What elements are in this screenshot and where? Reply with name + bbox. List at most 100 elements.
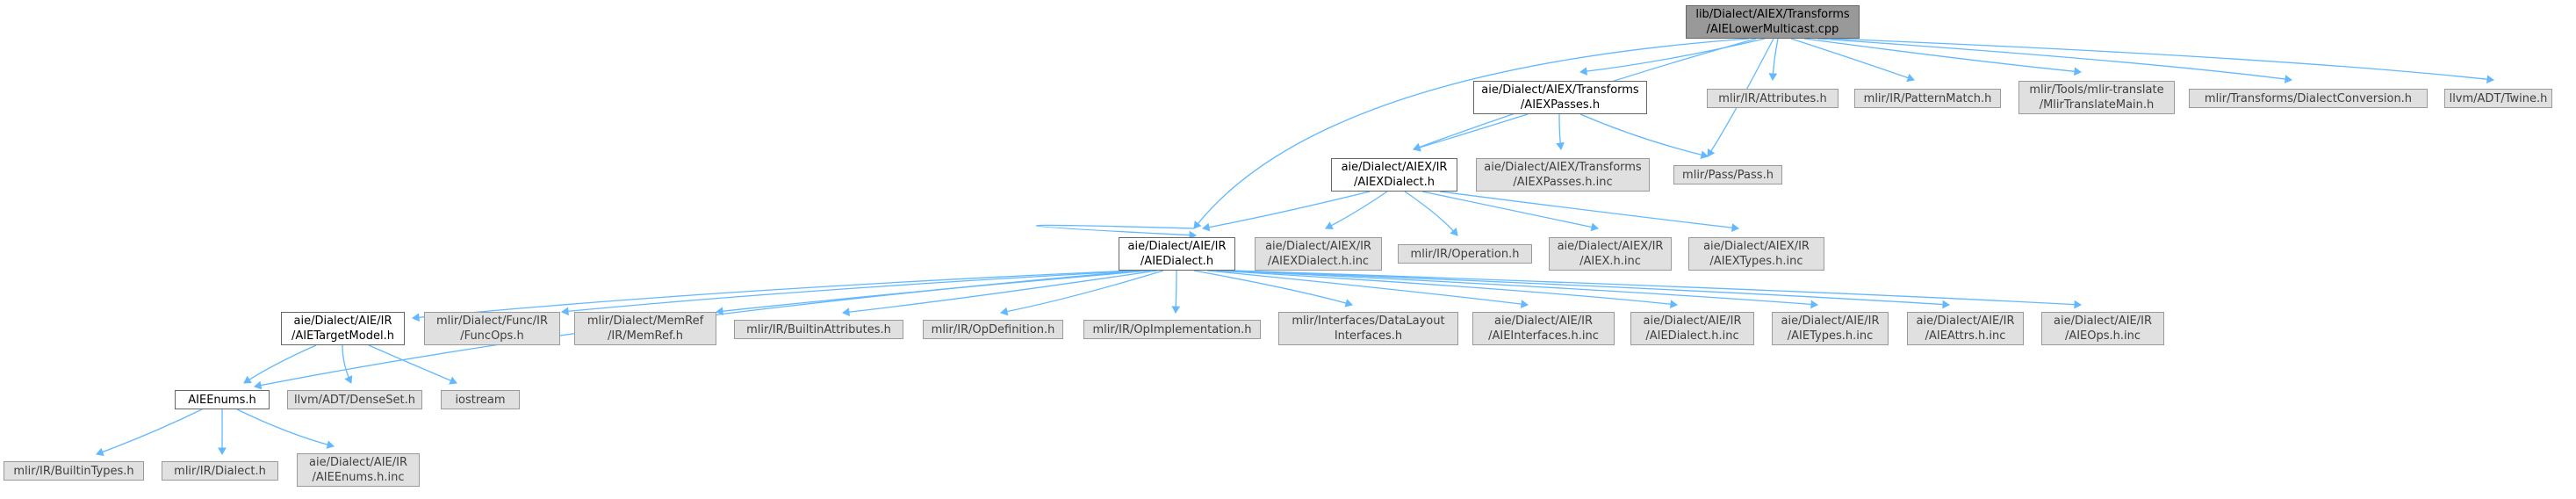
node-aie-types-inc[interactable]: aie/Dialect/AIE/IR/AIETypes.h.inc	[1772, 312, 1889, 345]
dependency-edge	[1404, 191, 1458, 236]
node-aiex-dialect-inc[interactable]: aie/Dialect/AIEX/IR/AIEXDialect.h.inc	[1255, 237, 1382, 271]
node-label-line: /AIEOps.h.inc	[2064, 329, 2141, 343]
node-label-line: /AIEXTypes.h.inc	[1709, 255, 1803, 268]
node-label-line: aie/Dialect/AIEX/Transforms	[1484, 161, 1642, 174]
node-mlir-attributes[interactable]: mlir/IR/Attributes.h	[1707, 89, 1838, 108]
node-memref[interactable]: mlir/Dialect/MemRef/IR/MemRef.h	[574, 312, 716, 345]
edge-arrowhead	[560, 307, 569, 316]
node-mlir-dialect-conversion[interactable]: mlir/Transforms/DialectConversion.h	[2189, 89, 2428, 108]
dependency-edge	[1193, 38, 1750, 229]
node-label-line: /AIEXDialect.h.inc	[1267, 255, 1370, 268]
node-mlir-pass[interactable]: mlir/Pass/Pass.h	[1673, 165, 1782, 184]
node-label-line: /AIELowerMulticast.cpp	[1706, 23, 1839, 36]
edge-arrowhead	[1670, 300, 1679, 309]
node-mlir-operation[interactable]: mlir/IR/Operation.h	[1398, 244, 1532, 264]
node-aie-target-model[interactable]: aie/Dialect/AIE/IR/AIETargetModel.h	[281, 312, 405, 345]
dependency-edge	[1325, 191, 1388, 229]
edge-arrowhead	[326, 440, 335, 449]
edge-arrowhead	[1450, 228, 1458, 236]
dependency-edge	[1830, 38, 2494, 81]
node-aiex-inc[interactable]: aie/Dialect/AIEX/IR/AIEX.h.inc	[1549, 237, 1672, 271]
dependency-edge	[1817, 38, 2292, 81]
node-label-line: mlir/IR/Attributes.h	[1718, 91, 1827, 105]
node-llvm-twine[interactable]: llvm/ADT/Twine.h	[2444, 89, 2552, 108]
node-op-implementation[interactable]: mlir/IR/OpImplementation.h	[1083, 320, 1261, 339]
node-label-line: /AIEXPasses.h.inc	[1513, 176, 1613, 189]
node-label-line: mlir/Dialect/Func/IR	[435, 315, 549, 328]
node-aiex-dialect-h[interactable]: aie/Dialect/AIEX/IR/AIEXDialect.h	[1331, 158, 1457, 192]
node-label-line: /AIEEnums.h.inc	[312, 471, 405, 484]
node-label-line: iostream	[455, 393, 506, 407]
edge-arrowhead	[841, 307, 851, 316]
edge-arrowhead	[1202, 222, 1211, 232]
edge-arrowhead	[344, 375, 353, 384]
node-aie-enums-inc[interactable]: aie/Dialect/AIE/IR/AIEEnums.h.inc	[297, 453, 420, 487]
dependency-edge	[243, 344, 317, 384]
dependency-edge	[1193, 270, 1353, 306]
edge-arrowhead	[2284, 75, 2292, 83]
node-op-definition[interactable]: mlir/IR/OpDefinition.h	[923, 320, 1063, 339]
node-label-line: aie/Dialect/AIE/IR	[1494, 315, 1593, 328]
node-label-line: aie/Dialect/AIE/IR	[293, 315, 392, 328]
edge-arrowhead	[1707, 148, 1716, 157]
node-label-line: aie/Dialect/AIEX/Transforms	[1481, 83, 1639, 97]
dependency-edge	[1234, 270, 2082, 306]
node-aie-dialect-inc[interactable]: aie/Dialect/AIE/IR/AIEDialect.h.inc	[1630, 312, 1754, 345]
node-label-line: /AIEX.h.inc	[1579, 255, 1641, 268]
node-aiex-passes-inc[interactable]: aie/Dialect/AIEX/Transforms/AIEXPasses.h…	[1476, 158, 1650, 192]
node-label-line: /MlirTranslateMain.h	[2039, 98, 2155, 112]
edge-arrowhead	[2486, 75, 2495, 84]
node-label-line: llvm/ADT/DenseSet.h	[294, 393, 415, 407]
node-iostream[interactable]: iostream	[441, 390, 520, 409]
dependency-edge	[1579, 38, 1766, 73]
node-builtin-attributes[interactable]: mlir/IR/BuiltinAttributes.h	[734, 320, 903, 339]
dependency-edge	[1707, 38, 1774, 157]
dependency-edge	[1202, 191, 1371, 229]
node-mlir-patternmatch[interactable]: mlir/IR/PatternMatch.h	[1854, 89, 2001, 108]
edge-arrowhead	[1590, 222, 1599, 232]
node-aie-interfaces-inc[interactable]: aie/Dialect/AIE/IR/AIEInterfaces.h.inc	[1472, 312, 1615, 345]
dependency-edge	[1413, 113, 1529, 150]
node-label-line: mlir/IR/OpImplementation.h	[1092, 322, 1252, 336]
node-dense-set[interactable]: llvm/ADT/DenseSet.h	[287, 390, 422, 409]
edge-arrowhead	[96, 447, 104, 456]
node-label-line: /AIEDialect.h	[1140, 255, 1214, 268]
node-label-line: Interfaces.h	[1334, 329, 1403, 343]
dependency-edge	[1000, 270, 1164, 314]
node-label-line: mlir/Pass/Pass.h	[1682, 168, 1774, 182]
dependency-edge	[1790, 38, 1915, 81]
node-root-source[interactable]: lib/Dialect/AIEX/Transforms/AIELowerMult…	[1686, 5, 1860, 39]
dependency-edge	[1224, 270, 1818, 306]
node-aiex-passes-h[interactable]: aie/Dialect/AIEX/Transforms/AIEXPasses.h	[1473, 81, 1647, 114]
node-mlir-ir-dialect[interactable]: mlir/IR/Dialect.h	[162, 461, 278, 481]
node-aie-enums-h[interactable]: AIEEnums.h	[175, 390, 270, 409]
node-label-line: /AIETypes.h.inc	[1787, 329, 1874, 343]
node-label-line: /AIEDialect.h.inc	[1645, 329, 1739, 343]
node-aiex-types-inc[interactable]: aie/Dialect/AIEX/IR/AIEXTypes.h.inc	[1688, 237, 1824, 271]
node-label-line: /FuncOps.h	[460, 329, 524, 343]
node-aie-attrs-inc[interactable]: aie/Dialect/AIE/IR/AIEAttrs.h.inc	[1907, 312, 2024, 345]
dependency-edge	[716, 270, 1151, 313]
dependency-edge	[96, 409, 203, 455]
edge-arrowhead	[2074, 300, 2083, 309]
node-label-line: /AIETargetModel.h	[291, 329, 394, 343]
node-label-line: aie/Dialect/AIEX/IR	[1557, 240, 1664, 253]
edge-arrowhead	[1700, 150, 1709, 159]
node-label-line: /AIEXPasses.h	[1520, 98, 1601, 112]
node-func-ops[interactable]: mlir/Dialect/Func/IR/FuncOps.h	[424, 312, 560, 345]
edge-arrowhead	[1171, 306, 1181, 315]
node-label-line: mlir/IR/Operation.h	[1410, 247, 1520, 261]
edge-arrowhead	[1413, 143, 1421, 152]
node-label-line: mlir/IR/Dialect.h	[174, 464, 266, 478]
node-label-line: mlir/Transforms/DialectConversion.h	[2204, 91, 2413, 105]
node-aie-ops-inc[interactable]: aie/Dialect/AIE/IR/AIEOps.h.inc	[2041, 312, 2164, 345]
node-aie-dialect-h[interactable]: aie/Dialect/AIE/IR/AIEDialect.h	[1119, 237, 1235, 271]
node-builtin-types[interactable]: mlir/IR/BuiltinTypes.h	[4, 461, 144, 481]
node-mlir-translate-main[interactable]: mlir/Tools/mlir-translate/MlirTranslateM…	[2018, 81, 2175, 114]
edge-arrowhead	[1325, 221, 1334, 229]
node-label-line: mlir/IR/PatternMatch.h	[1863, 91, 1992, 105]
edge-arrowhead	[1000, 307, 1009, 316]
dependency-edge	[1036, 224, 1197, 236]
